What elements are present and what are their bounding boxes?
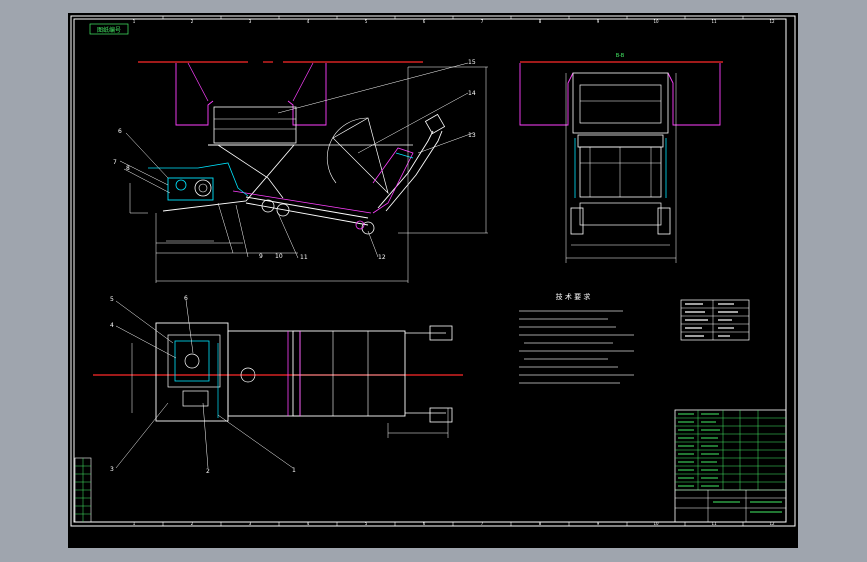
bottom-zone-mark-8: 8 bbox=[539, 521, 542, 526]
top-zone-mark-1: 1 bbox=[133, 19, 136, 24]
balloon-15-side: 15 bbox=[468, 59, 476, 66]
top-zone-mark-6: 6 bbox=[423, 19, 426, 24]
bottom-zone-mark-5: 5 bbox=[365, 521, 368, 526]
top-zone-mark-12: 12 bbox=[769, 19, 775, 24]
top-zone-mark-3: 3 bbox=[249, 19, 252, 24]
balloon-6-plan: 6 bbox=[184, 295, 188, 302]
balloon-8-side: 8 bbox=[126, 165, 130, 172]
top-zone-mark-5: 5 bbox=[365, 19, 368, 24]
balloon-12-side: 12 bbox=[378, 254, 386, 261]
plan-view: 5 4 6 3 2 1 bbox=[93, 295, 463, 475]
balloon-11-side: 11 bbox=[300, 254, 308, 261]
drawing-number-label: 图纸编号 bbox=[97, 26, 121, 34]
top-zone-mark-2: 2 bbox=[191, 19, 194, 24]
cad-drawing-viewport: 图纸编号 bbox=[68, 13, 798, 548]
top-zone-mark-11: 11 bbox=[711, 19, 717, 24]
balloon-10-side: 10 bbox=[275, 253, 283, 260]
balloon-4-plan: 4 bbox=[110, 322, 114, 329]
top-zone-mark-4: 4 bbox=[307, 19, 310, 24]
balloon-2-plan: 2 bbox=[206, 468, 210, 475]
balloon-5-plan: 5 bbox=[110, 296, 114, 303]
balloon-1-plan: 1 bbox=[292, 467, 296, 474]
bottom-zone-mark-7: 7 bbox=[481, 521, 484, 526]
top-zone-mark-9: 9 bbox=[597, 19, 600, 24]
inner-border bbox=[73, 18, 787, 523]
front-view: B-B bbox=[519, 53, 723, 263]
balloon-7-side: 7 bbox=[113, 159, 117, 166]
revision-strip bbox=[74, 457, 92, 523]
parameter-table bbox=[680, 299, 750, 341]
top-zone-mark-7: 7 bbox=[481, 19, 484, 24]
balloon-6-side: 6 bbox=[118, 128, 122, 135]
title-block bbox=[674, 409, 787, 523]
technical-requirements-heading: 技 术 要 求 bbox=[556, 292, 591, 301]
technical-requirements-block: 技 术 要 求 bbox=[519, 292, 634, 384]
outer-border bbox=[70, 15, 796, 527]
top-zone-mark-10: 10 bbox=[653, 19, 659, 24]
bottom-zone-mark-6: 6 bbox=[423, 521, 426, 526]
bottom-zone-mark-12: 12 bbox=[769, 521, 775, 526]
cad-drawing-sheet: 图纸编号 bbox=[70, 15, 796, 527]
bottom-zone-mark-1: 1 bbox=[133, 521, 136, 526]
balloon-3-plan: 3 bbox=[110, 466, 114, 473]
bottom-zone-mark-9: 9 bbox=[597, 521, 600, 526]
drawing-number-box bbox=[89, 23, 129, 35]
bottom-zone-mark-10: 10 bbox=[653, 521, 659, 526]
bottom-zone-mark-3: 3 bbox=[249, 521, 252, 526]
balloon-9-side: 9 bbox=[259, 253, 263, 260]
balloon-14-side: 14 bbox=[468, 90, 476, 97]
top-zone-mark-8: 8 bbox=[539, 19, 542, 24]
bottom-zone-mark-11: 11 bbox=[711, 521, 717, 526]
side-view: 6 7 8 9 10 11 12 13 14 15 bbox=[113, 59, 488, 283]
balloon-13-side: 13 bbox=[468, 132, 476, 139]
top-view-label: B-B bbox=[616, 53, 625, 59]
bottom-zone-mark-4: 4 bbox=[307, 521, 310, 526]
top-zone-marks bbox=[162, 16, 744, 526]
bottom-zone-mark-2: 2 bbox=[191, 521, 194, 526]
